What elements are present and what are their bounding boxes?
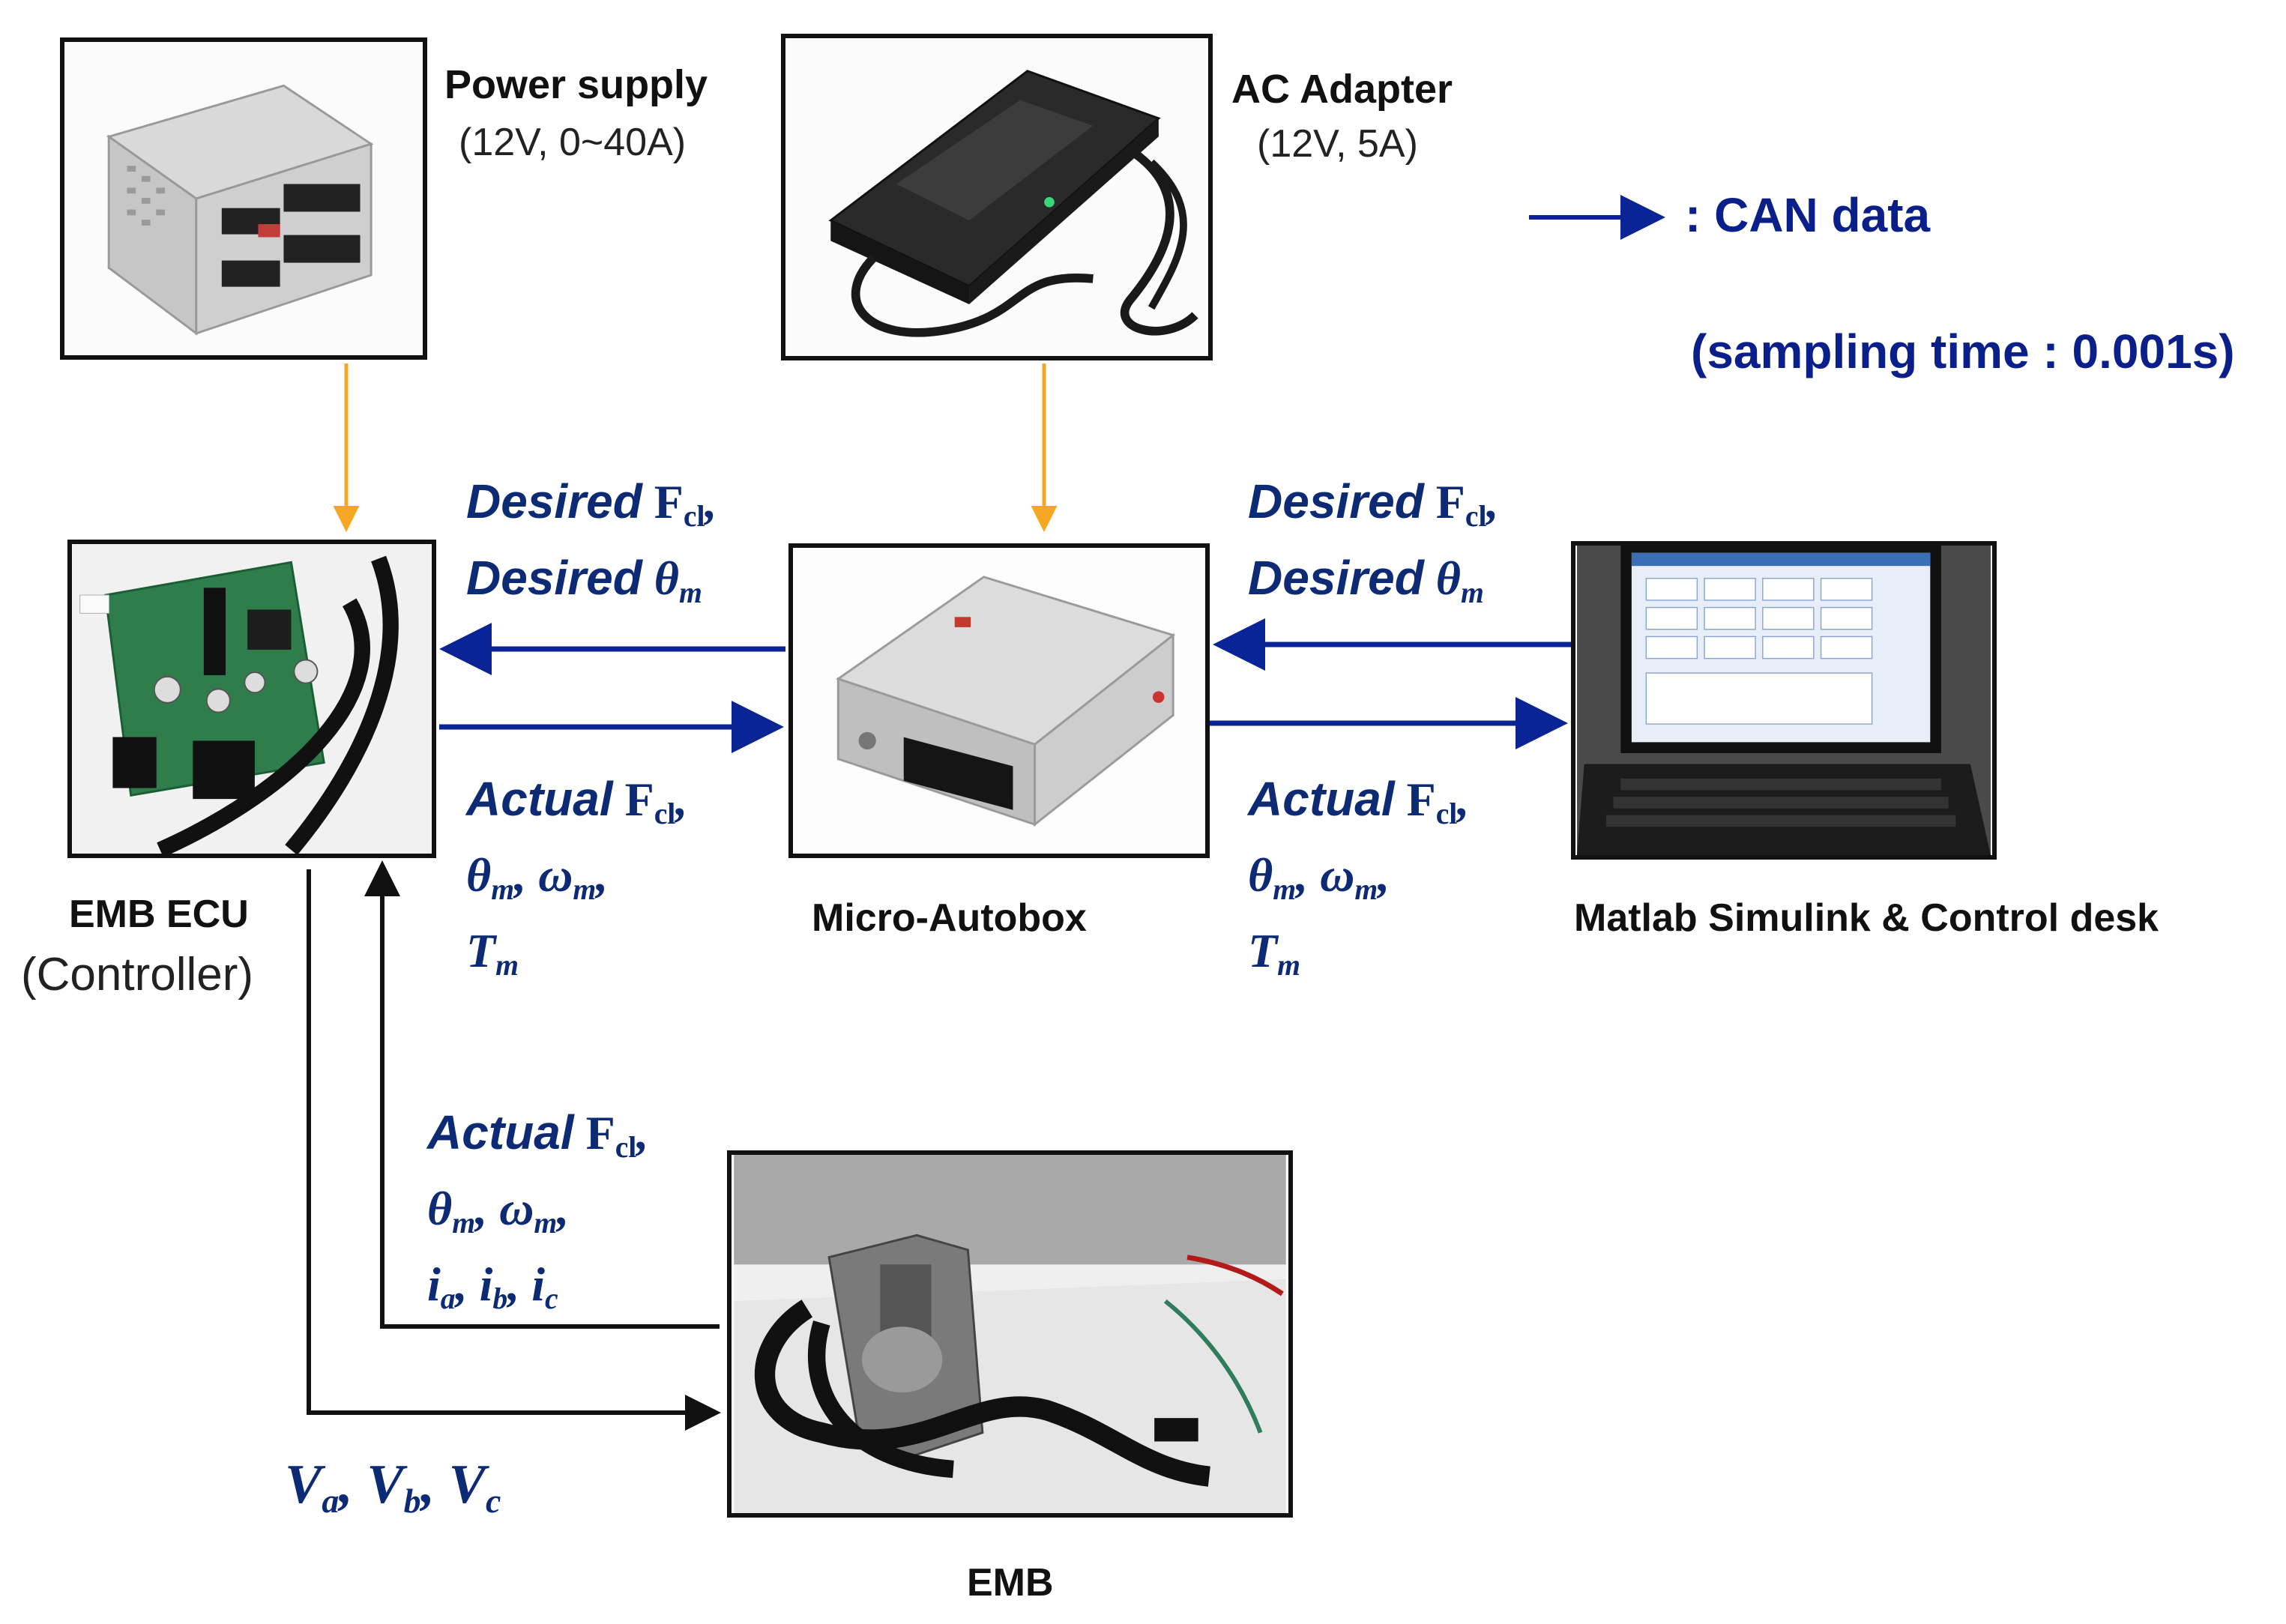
circuit-board-icon bbox=[72, 544, 432, 854]
legend-sampling-time: (sampling time : 0.001s) bbox=[1691, 325, 2235, 378]
legend-can-label: : CAN data bbox=[1685, 188, 1931, 242]
micro-autobox-icon bbox=[794, 548, 1204, 854]
pc-title: Matlab Simulink & Control desk bbox=[1574, 896, 2159, 940]
emb-photo bbox=[727, 1150, 1293, 1518]
micro-autobox-title: Micro-Autobox bbox=[812, 896, 1087, 940]
pc-photo bbox=[1571, 541, 1997, 860]
ac-adapter-icon bbox=[786, 38, 1207, 356]
emb-ecu-spec: (Controller) bbox=[21, 949, 254, 1000]
wire-emb-feedback-to-ecu bbox=[364, 860, 720, 1329]
micro-autobox-photo bbox=[788, 543, 1210, 858]
ac-adapter-spec: (12V, 5A) bbox=[1257, 122, 1418, 166]
signal-phase-voltages: Va, Vb, Vc bbox=[285, 1454, 501, 1520]
signal-actual-pc: Actual Fcl, θm, ωm, Tm bbox=[1248, 772, 1470, 982]
signal-desired-ecu: Desired Fcl, Desired θm bbox=[466, 474, 717, 610]
ac-adapter-title: AC Adapter bbox=[1231, 67, 1453, 112]
brake-actuator-icon bbox=[734, 1155, 1286, 1513]
emb-ecu-photo bbox=[67, 540, 436, 858]
power-supply-spec: (12V, 0~40A) bbox=[459, 121, 687, 164]
power-supply-photo bbox=[60, 37, 427, 360]
signal-actual-autobox: Actual Fcl, θm, ωm, Tm bbox=[466, 772, 688, 982]
emb-title: EMB bbox=[967, 1561, 1054, 1605]
wire-ecu-voltage-to-emb bbox=[307, 869, 721, 1431]
power-supply-unit-icon bbox=[64, 42, 423, 355]
signal-desired-autobox: Desired Fcl, Desired θm bbox=[1248, 474, 1499, 610]
laptop-icon bbox=[1577, 546, 1991, 855]
signal-actual-feedback: Actual Fcl, θm, ωm, ia, ib, ic bbox=[427, 1105, 649, 1316]
ac-adapter-photo bbox=[781, 34, 1213, 360]
emb-ecu-title: EMB ECU bbox=[69, 893, 249, 936]
power-supply-title: Power supply bbox=[444, 62, 708, 107]
